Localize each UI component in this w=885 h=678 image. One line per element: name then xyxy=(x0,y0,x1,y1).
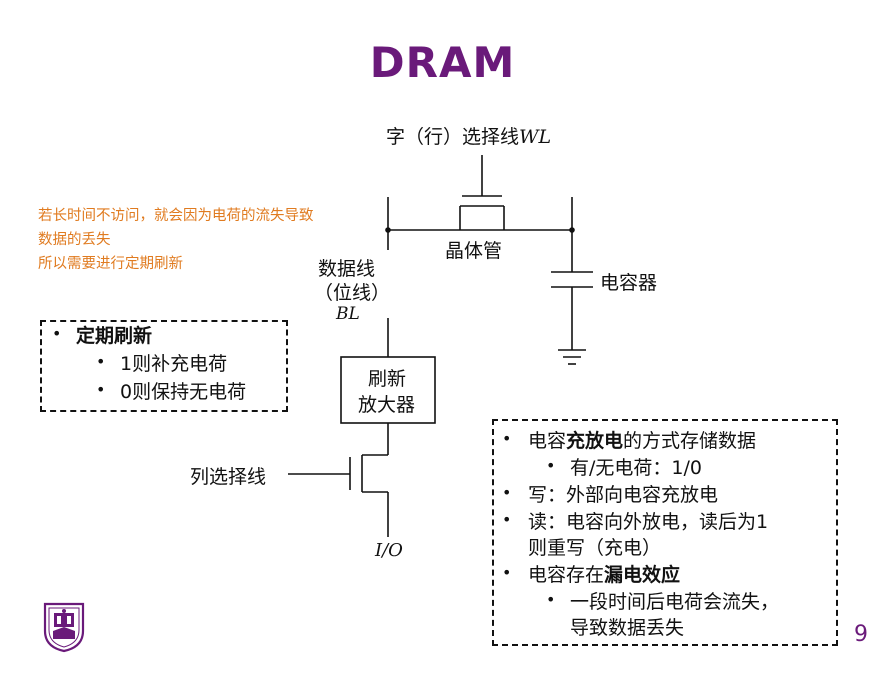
junction-dot xyxy=(385,227,391,233)
slide-title: DRAM xyxy=(369,38,516,87)
word-line-text: 字（行）选择线 xyxy=(386,126,520,148)
info-text: 电容 xyxy=(528,430,567,452)
column-select-label: 列选择线 xyxy=(190,466,267,488)
note-line: 所以需要进行定期刷新 xyxy=(38,256,183,272)
info-bold-text: 充放电 xyxy=(566,430,624,452)
bullet-icon: • xyxy=(502,483,512,502)
bullet-icon: • xyxy=(546,456,556,475)
capacitor-label: 电容器 xyxy=(600,272,658,294)
transistor-label: 晶体管 xyxy=(445,240,503,262)
page-number: 9 xyxy=(854,622,868,647)
bit-line-label: （位线） xyxy=(314,282,391,304)
info-sub-2b: 导致数据丢失 xyxy=(570,617,685,639)
junction-dot xyxy=(569,227,575,233)
bullet-icon: • xyxy=(96,380,106,399)
bullet-icon: • xyxy=(502,563,512,582)
bullet-icon: • xyxy=(52,324,62,343)
refresh-item: 1则补充电荷 xyxy=(120,353,228,375)
refresh-box: • 定期刷新 • 1则补充电荷 • 0则保持无电荷 xyxy=(40,320,288,412)
bit-line-symbol: BL xyxy=(336,304,360,324)
refresh-heading: 定期刷新 xyxy=(76,325,153,347)
data-line-label: 数据线 xyxy=(318,258,376,280)
note-line: 数据的丢失 xyxy=(38,232,111,248)
info-text: 的方式存储数据 xyxy=(623,430,757,452)
info-line-2: 写：外部向电容充放电 xyxy=(528,484,719,506)
refresh-item: 0则保持无电荷 xyxy=(120,381,247,403)
info-line-3b: 则重写（充电） xyxy=(528,537,662,559)
bullet-icon: • xyxy=(96,352,106,371)
info-text: 电容存在 xyxy=(528,564,605,586)
word-line-label: 字（行）选择线WL xyxy=(386,122,551,149)
io-label: I/O xyxy=(375,540,403,561)
info-bold-text: 漏电效应 xyxy=(604,564,681,586)
note-line: 若长时间不访问，就会因为电荷的流失导致 xyxy=(38,208,314,224)
info-box: • 电容充放电的方式存储数据 • 有/无电荷：1/0 • 写：外部向电容充放电 … xyxy=(492,419,838,646)
info-line-3a: 读：电容向外放电，读后为1 xyxy=(528,511,769,533)
amplifier-label-2: 放大器 xyxy=(358,394,416,416)
info-sub-1: 有/无电荷：1/0 xyxy=(570,457,702,479)
info-line-4: 电容存在漏电效应 xyxy=(528,563,680,587)
bullet-icon: • xyxy=(502,429,512,448)
university-logo-icon xyxy=(43,602,85,653)
bullet-icon: • xyxy=(502,510,512,529)
amplifier-label-1: 刷新 xyxy=(368,368,407,390)
bullet-icon: • xyxy=(546,590,556,609)
word-line-symbol: WL xyxy=(519,126,552,148)
info-line-1: 电容充放电的方式存储数据 xyxy=(528,429,756,453)
info-sub-2a: 一段时间后电荷会流失， xyxy=(570,591,780,613)
refresh-note: 若长时间不访问，就会因为电荷的流失导致 数据的丢失 所以需要进行定期刷新 xyxy=(38,204,314,276)
